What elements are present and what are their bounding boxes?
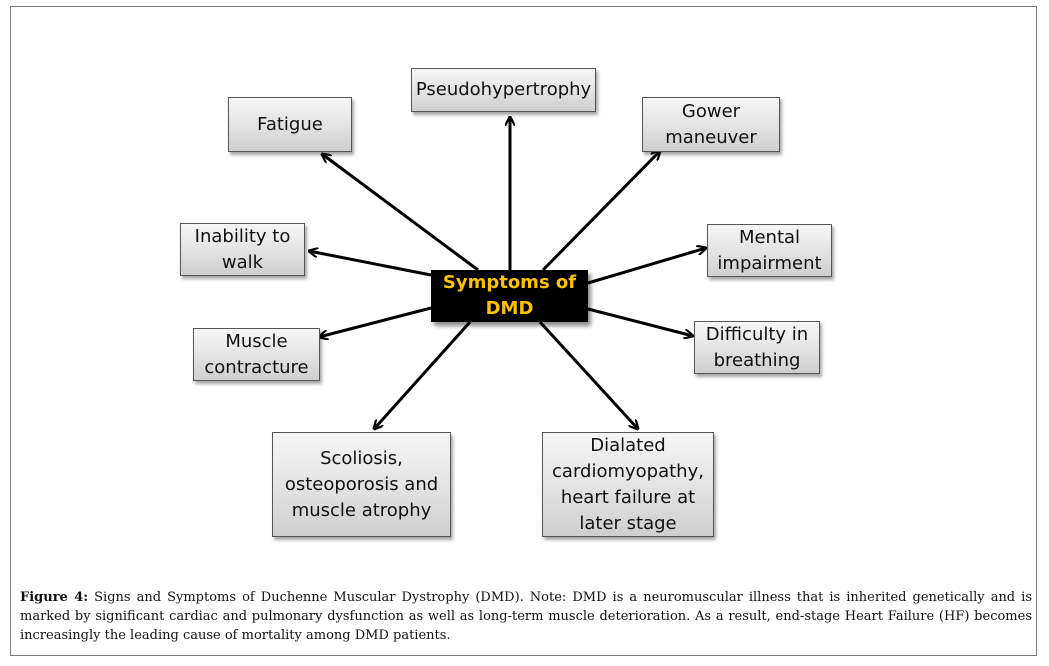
- node-mental-impairment: Mental impairment: [707, 224, 832, 277]
- arrow-cardiomyopathy: [538, 320, 638, 429]
- arrow-mental: [587, 248, 706, 285]
- node-inability-to-walk: Inability to walk: [180, 223, 305, 276]
- arrows-layer: [0, 0, 1049, 580]
- center-node-symptoms-of-dmd: Symptoms of DMD: [431, 270, 588, 322]
- node-fatigue: Fatigue: [228, 97, 352, 152]
- caption-label: Figure 4:: [20, 590, 89, 605]
- figure-caption: Figure 4: Signs and Symptoms of Duchenne…: [20, 588, 1032, 645]
- symptoms-diagram: Pseudohypertrophy Fatigue Gower maneuver…: [0, 0, 1049, 580]
- node-cardiomyopathy: Dialated cardiomyopathy, heart failure a…: [542, 432, 714, 537]
- arrow-fatigue: [322, 154, 479, 272]
- node-difficulty-breathing: Difficulty in breathing: [694, 321, 820, 374]
- caption-text: Signs and Symptoms of Duchenne Muscular …: [20, 590, 1033, 643]
- arrow-scoliosis: [374, 320, 472, 429]
- node-muscle-contracture: Muscle contracture: [193, 328, 320, 381]
- arrow-muscle-contracture: [319, 306, 432, 337]
- arrow-inability-walk: [309, 251, 432, 277]
- node-scoliosis: Scoliosis, osteoporosis and muscle atrop…: [272, 432, 451, 537]
- figure-frame: [10, 6, 1037, 656]
- arrow-breathing: [587, 307, 693, 336]
- node-gower-maneuver: Gower maneuver: [642, 97, 780, 152]
- node-pseudohypertrophy: Pseudohypertrophy: [411, 68, 596, 112]
- arrow-gower: [541, 151, 660, 272]
